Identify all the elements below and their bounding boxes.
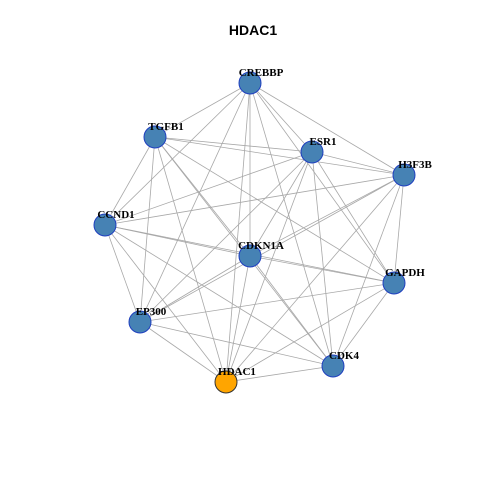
edge-cdk4-hdac1 [225, 365, 334, 383]
edge-crebbp-h3f3b [249, 82, 405, 176]
edge-esr1-cdkn1a [249, 151, 313, 257]
edge-crebbp-hdac1 [225, 82, 251, 383]
edge-esr1-ccnd1 [104, 151, 313, 226]
node-label: CCND1 [97, 209, 134, 221]
node-esr1: ESR1 [300, 136, 337, 164]
node-circle [392, 163, 416, 187]
node-label: H3F3B [398, 159, 432, 171]
edge-ep300-cdk4 [139, 321, 334, 367]
edge-tgfb1-ep300 [139, 136, 156, 323]
node-ccnd1: CCND1 [93, 209, 135, 237]
node-circle [321, 354, 345, 378]
edge-ep300-hdac1 [139, 321, 227, 383]
node-label: EP300 [136, 306, 167, 318]
edge-h3f3b-hdac1 [225, 174, 405, 383]
node-cdkn1a: CDKN1A [238, 240, 284, 268]
node-circle [214, 370, 238, 394]
edge-layer [104, 82, 405, 383]
node-label: GAPDH [385, 267, 425, 279]
node-label: CDK4 [329, 350, 359, 362]
node-circle [93, 213, 117, 237]
edge-tgfb1-esr1 [154, 136, 313, 153]
node-tgfb1: TGFB1 [143, 121, 184, 149]
edge-ccnd1-hdac1 [104, 224, 227, 383]
edge-h3f3b-gapdh [393, 174, 405, 284]
node-gapdh: GAPDH [382, 267, 425, 295]
edge-esr1-gapdh [311, 151, 395, 284]
edge-crebbp-gapdh [249, 82, 395, 284]
node-ep300: EP300 [128, 306, 167, 334]
edge-cdkn1a-cdk4 [249, 255, 334, 367]
edge-h3f3b-cdkn1a [249, 174, 405, 257]
edge-crebbp-ccnd1 [104, 82, 251, 226]
node-circle [143, 125, 167, 149]
edge-tgfb1-ccnd1 [104, 136, 156, 226]
edge-cdkn1a-hdac1 [225, 255, 251, 383]
edge-h3f3b-ep300 [139, 174, 405, 323]
edge-tgfb1-hdac1 [154, 136, 227, 383]
edge-crebbp-tgfb1 [154, 82, 251, 138]
edge-esr1-cdk4 [311, 151, 334, 367]
node-label: HDAC1 [218, 366, 256, 378]
edge-crebbp-ep300 [139, 82, 251, 323]
edge-h3f3b-cdk4 [332, 174, 405, 367]
edge-cdkn1a-gapdh [249, 255, 395, 284]
node-label: CDKN1A [238, 240, 284, 252]
edge-gapdh-cdk4 [332, 282, 395, 367]
node-label: TGFB1 [148, 121, 183, 133]
node-circle [300, 140, 324, 164]
edge-esr1-h3f3b [311, 151, 405, 176]
diagram-title: HDAC1 [229, 22, 277, 38]
edge-gapdh-hdac1 [225, 282, 395, 383]
edge-cdkn1a-ep300 [139, 255, 251, 323]
edge-crebbp-cdk4 [249, 82, 334, 367]
edge-ccnd1-cdk4 [104, 224, 334, 367]
edge-esr1-ep300 [139, 151, 313, 323]
node-h3f3b: H3F3B [392, 159, 432, 187]
edge-ccnd1-ep300 [104, 224, 141, 323]
node-hdac1: HDAC1 [214, 366, 256, 394]
edge-gapdh-ep300 [139, 282, 395, 323]
node-crebbp: CREBBP [238, 67, 284, 95]
node-circle [238, 244, 262, 268]
edge-tgfb1-h3f3b [154, 136, 405, 176]
node-label: ESR1 [310, 136, 337, 148]
node-cdk4: CDK4 [321, 350, 359, 378]
edge-tgfb1-gapdh [154, 136, 395, 284]
node-circle [238, 71, 262, 95]
edge-esr1-hdac1 [225, 151, 313, 383]
node-label: CREBBP [239, 67, 284, 79]
edge-crebbp-esr1 [249, 82, 313, 153]
node-circle [382, 271, 406, 295]
edge-h3f3b-ccnd1 [104, 174, 405, 226]
node-circle [128, 310, 152, 334]
